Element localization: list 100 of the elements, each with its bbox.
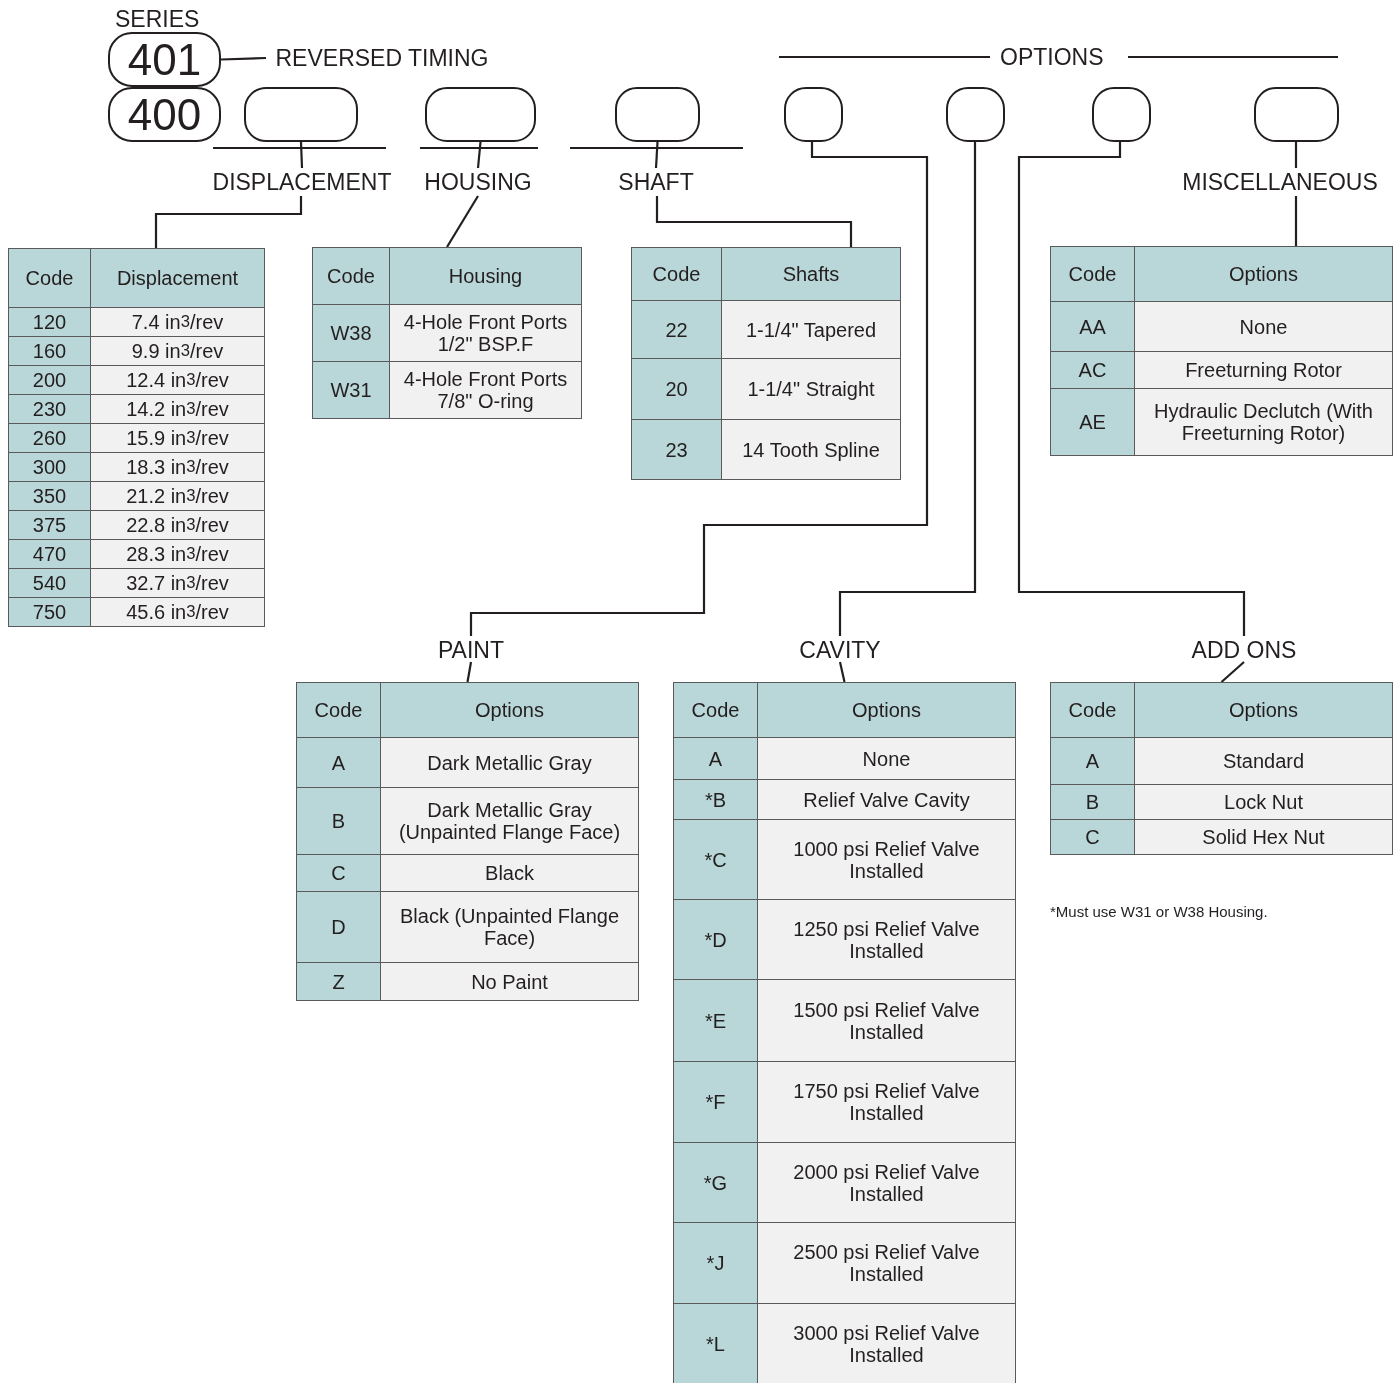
header-cell: Options [1135,247,1392,301]
code-cell: *D [674,900,757,979]
code-cell: 375 [9,511,90,539]
value-cell: Dark Metallic Gray [381,738,638,787]
footnote: *Must use W31 or W38 Housing. [1050,903,1268,920]
value-cell: Solid Hex Nut [1135,820,1392,854]
series-code-box: 401 [108,32,221,87]
code-cell: 750 [9,598,90,626]
code-table [1050,682,1393,855]
code-cell: 200 [9,366,90,394]
header-cell: Code [297,683,380,737]
connector-line [220,56,267,61]
value-cell: None [758,738,1015,779]
code-table [312,247,582,419]
series-code-box: 400 [108,87,221,142]
value-cell: No Paint [381,963,638,1000]
section-title: ADD ONS [1184,636,1304,662]
code-cell: 22 [632,301,721,358]
header-cell: Housing [390,248,581,304]
header-cell: Code [632,248,721,300]
connector-line [299,141,304,169]
value-cell: Black (Unpainted Flange Face) [381,892,638,962]
value-cell: Dark Metallic Gray (Unpainted Flange Face) [381,788,638,854]
code-cell: A [297,738,380,787]
connector-line [1017,142,1246,636]
value-cell: None [1135,302,1392,351]
header-cell: Shafts [722,248,900,300]
code-cell: *E [674,980,757,1061]
value-cell: Standard [1135,738,1392,784]
code-cell: 23 [632,420,721,479]
code-cell: *G [674,1143,757,1222]
code-cell: 470 [9,540,90,568]
code-cell: 160 [9,337,90,365]
header-cell: Code [9,249,90,307]
connector-line [1294,142,1298,168]
value-cell: 4-Hole Front Ports 7/8" O-ring [390,362,581,418]
code-slot [244,87,358,142]
code-cell: C [1051,820,1134,854]
code-table [631,247,901,480]
code-cell: C [297,855,380,891]
code-cell: 20 [632,359,721,419]
value-cell: 1500 psi Relief Valve Installed [758,980,1015,1061]
code-slot [1092,87,1151,142]
series-label: SERIES [115,6,200,33]
code-cell: 120 [9,308,90,336]
header-cell: Options [381,683,638,737]
connector-line [838,661,846,683]
code-table [296,682,639,1001]
code-slot [784,87,843,142]
connector-line [838,142,977,636]
code-cell: 350 [9,482,90,510]
code-cell: *F [674,1062,757,1142]
code-cell: W31 [313,362,389,418]
connector-line [469,142,929,636]
connector-line [654,141,659,169]
section-title: DISPLACEMENT [204,168,400,196]
section-title: CAVITY [794,636,886,662]
value-cell: 1000 psi Relief Valve Installed [758,820,1015,899]
connector-line [154,196,303,248]
code-cell: Z [297,963,380,1000]
header-cell: Code [1051,247,1134,301]
code-slot [425,87,536,142]
code-cell: AC [1051,352,1134,388]
value-cell: 3000 psi Relief Valve Installed [758,1304,1015,1383]
header-cell: Code [313,248,389,304]
value-cell: Freeturning Rotor [1135,352,1392,388]
code-slot [1254,87,1339,142]
code-cell: B [297,788,380,854]
value-cell: 2000 psi Relief Valve Installed [758,1143,1015,1222]
code-cell: 230 [9,395,90,423]
header-cell: Options [758,683,1015,737]
section-title: PAINT [430,636,512,662]
code-slot [615,87,700,142]
code-cell: *L [674,1304,757,1383]
section-title: SHAFT [612,168,700,196]
value-cell: 14 Tooth Spline [722,420,900,479]
connector-line [1294,196,1298,246]
code-cell: 540 [9,569,90,597]
header-cell: Displacement [91,249,264,307]
feature-label: REVERSED TIMING [266,44,498,72]
connector-line [1220,661,1245,683]
connector-line [466,661,473,683]
code-cell: A [674,738,757,779]
value-cell: 1250 psi Relief Valve Installed [758,900,1015,979]
section-title: MISCELLANEOUS [1174,168,1386,196]
value-cell: Black [381,855,638,891]
code-cell: 260 [9,424,90,452]
header-cell: Code [674,683,757,737]
value-cell: 1-1/4" Straight [722,359,900,419]
code-table [8,248,265,627]
value-cell: Lock Nut [1135,785,1392,819]
header-cell: Code [1051,683,1134,737]
code-cell: D [297,892,380,962]
value-cell: 4-Hole Front Ports 1/2" BSP.F [390,305,581,361]
header-cell: Options [1135,683,1392,737]
value-cell: 2500 psi Relief Valve Installed [758,1223,1015,1303]
code-cell: W38 [313,305,389,361]
code-cell: *B [674,780,757,819]
value-cell: 1-1/4" Tapered [722,301,900,358]
code-table [1050,246,1393,456]
